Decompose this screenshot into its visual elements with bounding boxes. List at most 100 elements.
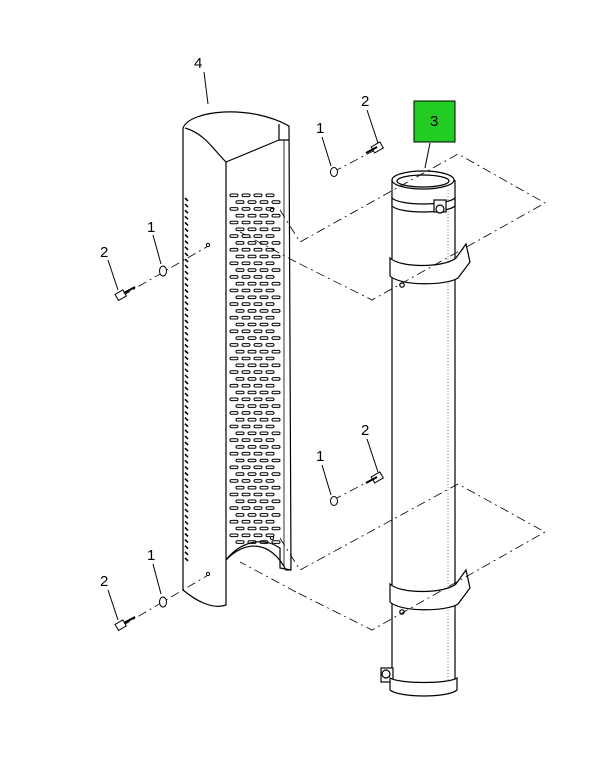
slot — [241, 370, 251, 374]
slot — [259, 213, 269, 218]
slot — [235, 268, 245, 272]
slot — [241, 220, 251, 225]
vent-mark — [184, 276, 189, 281]
slot — [265, 506, 275, 510]
slot — [253, 370, 263, 374]
slot — [259, 268, 269, 272]
slot — [271, 472, 281, 476]
slot — [265, 193, 275, 198]
slot — [247, 472, 257, 476]
slot — [253, 207, 263, 211]
slot — [241, 506, 251, 510]
slot — [271, 540, 281, 544]
slot — [265, 329, 275, 334]
slot — [271, 431, 281, 436]
slot — [241, 465, 251, 470]
slot — [235, 213, 245, 218]
vent-mark — [184, 551, 189, 556]
slot — [253, 220, 263, 225]
slot — [241, 343, 251, 347]
vent-mark — [184, 380, 189, 385]
slot — [241, 275, 251, 279]
slot — [247, 485, 257, 490]
slot — [265, 519, 275, 524]
slot — [259, 254, 269, 259]
slot — [271, 200, 281, 204]
slot — [265, 261, 275, 266]
slot — [241, 451, 251, 456]
vent-mark — [184, 215, 189, 220]
slot — [265, 424, 275, 429]
slot — [241, 438, 251, 442]
slot — [235, 227, 245, 232]
slot — [229, 438, 239, 442]
slot — [241, 288, 251, 293]
slot — [265, 465, 275, 470]
callout-part-1: 1 — [147, 219, 155, 236]
slot — [241, 424, 251, 429]
slot — [271, 417, 281, 422]
slot — [241, 492, 251, 497]
slot — [259, 295, 269, 300]
slot — [235, 472, 245, 476]
callout-part-2: 2 — [361, 93, 369, 110]
vent-mark — [184, 471, 189, 477]
heat-shield-slots — [229, 193, 281, 544]
vent-mark — [184, 514, 189, 519]
slot — [265, 451, 275, 456]
slot — [253, 343, 263, 347]
vent-mark — [184, 423, 189, 428]
vent-mark — [184, 356, 189, 361]
slot — [247, 526, 257, 531]
slot — [235, 200, 245, 204]
vent-mark — [184, 392, 189, 397]
vent-mark — [184, 252, 189, 257]
callout-part-1: 1 — [147, 547, 155, 564]
slot — [247, 200, 257, 204]
washer-lower-right — [330, 496, 338, 506]
slot — [253, 519, 263, 524]
slot — [265, 356, 275, 361]
slot — [247, 390, 257, 395]
vent-mark — [184, 197, 189, 202]
vent-mark — [184, 295, 189, 300]
slot — [253, 383, 263, 388]
slot — [235, 295, 245, 300]
slot — [271, 336, 281, 340]
slot — [235, 363, 245, 368]
slot — [253, 397, 263, 402]
slot — [271, 458, 281, 463]
vent-mark — [184, 234, 189, 239]
vent-mark — [184, 319, 189, 324]
vent-mark — [184, 264, 189, 269]
vent-mark — [184, 496, 189, 501]
slot — [265, 397, 275, 402]
slot — [241, 397, 251, 402]
slot — [265, 343, 275, 347]
slot — [259, 336, 269, 340]
slot — [229, 315, 239, 320]
slot — [271, 390, 281, 395]
slot — [247, 254, 257, 259]
slot — [265, 492, 275, 497]
slot — [241, 247, 251, 252]
vent-mark — [184, 386, 189, 391]
vent-mark — [184, 539, 189, 544]
slot — [241, 329, 251, 334]
vent-mark — [184, 502, 189, 507]
slot — [253, 356, 263, 361]
slot — [271, 485, 281, 490]
slot — [247, 404, 257, 408]
slot — [265, 275, 275, 279]
slot — [271, 241, 281, 245]
slot — [241, 479, 251, 483]
slot — [247, 213, 257, 218]
slot — [241, 356, 251, 361]
slot — [259, 431, 269, 436]
slot — [241, 383, 251, 388]
slot — [229, 424, 239, 429]
slot — [253, 275, 263, 279]
slot — [229, 329, 239, 334]
vent-mark — [184, 282, 189, 287]
slot — [229, 411, 239, 415]
